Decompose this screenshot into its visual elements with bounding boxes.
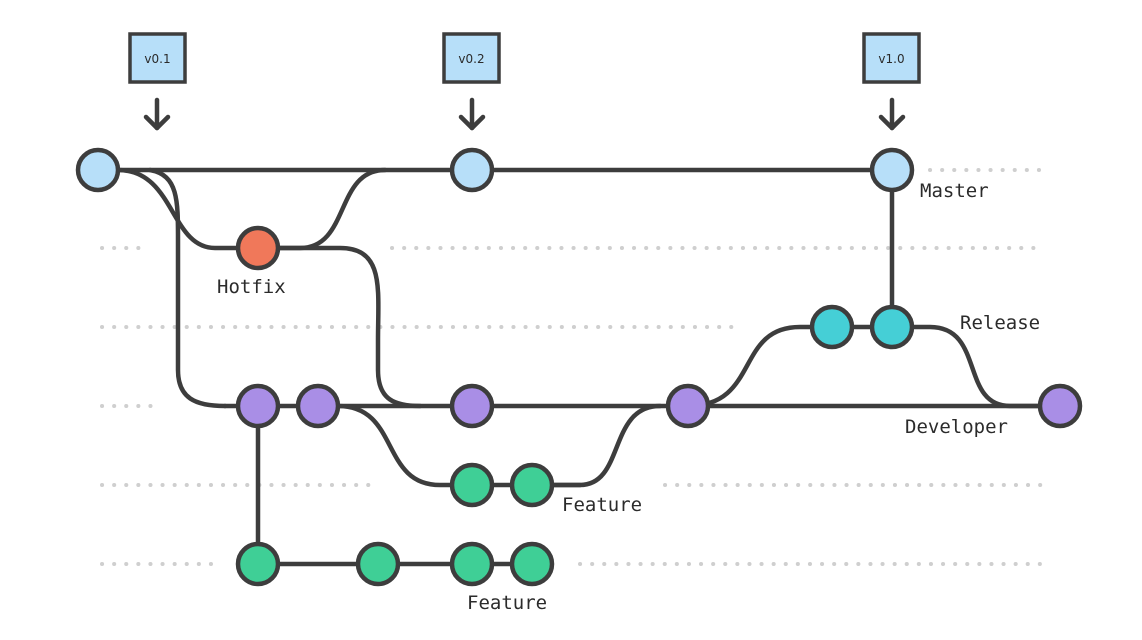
branch-label-master: Master xyxy=(920,180,989,202)
tag-box xyxy=(128,32,187,84)
commit-feature1-2 xyxy=(509,462,555,508)
branch-label-release: Release xyxy=(960,312,1040,334)
commit-feature2-2 xyxy=(355,541,401,587)
arrow-down-icon xyxy=(143,97,171,131)
edge-developer-to-feature1 xyxy=(335,403,475,488)
commit-master-2 xyxy=(449,147,495,193)
arrow-down-icon xyxy=(878,97,906,131)
edge-developer-to-release xyxy=(685,324,835,409)
commit-feature2-1 xyxy=(235,541,281,587)
commit-developer-3 xyxy=(449,383,495,429)
branch-label-feature-2: Feature xyxy=(467,592,547,614)
tag-v01: v0.1 xyxy=(128,32,187,131)
edge-hotfix-to-developer xyxy=(255,245,423,409)
tag-v10: v1.0 xyxy=(862,32,921,131)
branch-label-hotfix: Hotfix xyxy=(217,276,286,298)
tag-box xyxy=(442,32,501,84)
tag-box xyxy=(862,32,921,84)
commit-release-2 xyxy=(869,304,915,350)
branch-label-developer: Developer xyxy=(905,416,1008,438)
tag-label: v0.1 xyxy=(144,52,170,66)
commit-developer-2 xyxy=(295,383,341,429)
commit-developer-5 xyxy=(1037,383,1083,429)
commit-developer-1 xyxy=(235,383,281,429)
edge-master-to-hotfix xyxy=(115,167,261,251)
edge-feature1-to-developer xyxy=(529,403,663,488)
commit-feature2-3 xyxy=(449,541,495,587)
tag-label: v1.0 xyxy=(878,52,904,66)
commit-nodes xyxy=(75,147,1083,587)
edge-master-to-developer xyxy=(147,167,228,409)
edge-hotfix-to-master xyxy=(255,167,388,251)
commit-feature2-4 xyxy=(509,541,555,587)
commit-release-1 xyxy=(809,304,855,350)
commit-feature1-1 xyxy=(449,462,495,508)
commit-master-3 xyxy=(869,147,915,193)
commit-hotfix-1 xyxy=(235,225,281,271)
tag-label: v0.2 xyxy=(458,52,484,66)
commit-master-1 xyxy=(75,147,121,193)
lane-guides xyxy=(100,168,1047,566)
tag-v02: v0.2 xyxy=(442,32,501,131)
arrow-down-icon xyxy=(458,97,486,131)
branch-label-feature-1: Feature xyxy=(562,494,642,516)
edge-release-to-developer xyxy=(889,324,1063,409)
commit-developer-4 xyxy=(665,383,711,429)
